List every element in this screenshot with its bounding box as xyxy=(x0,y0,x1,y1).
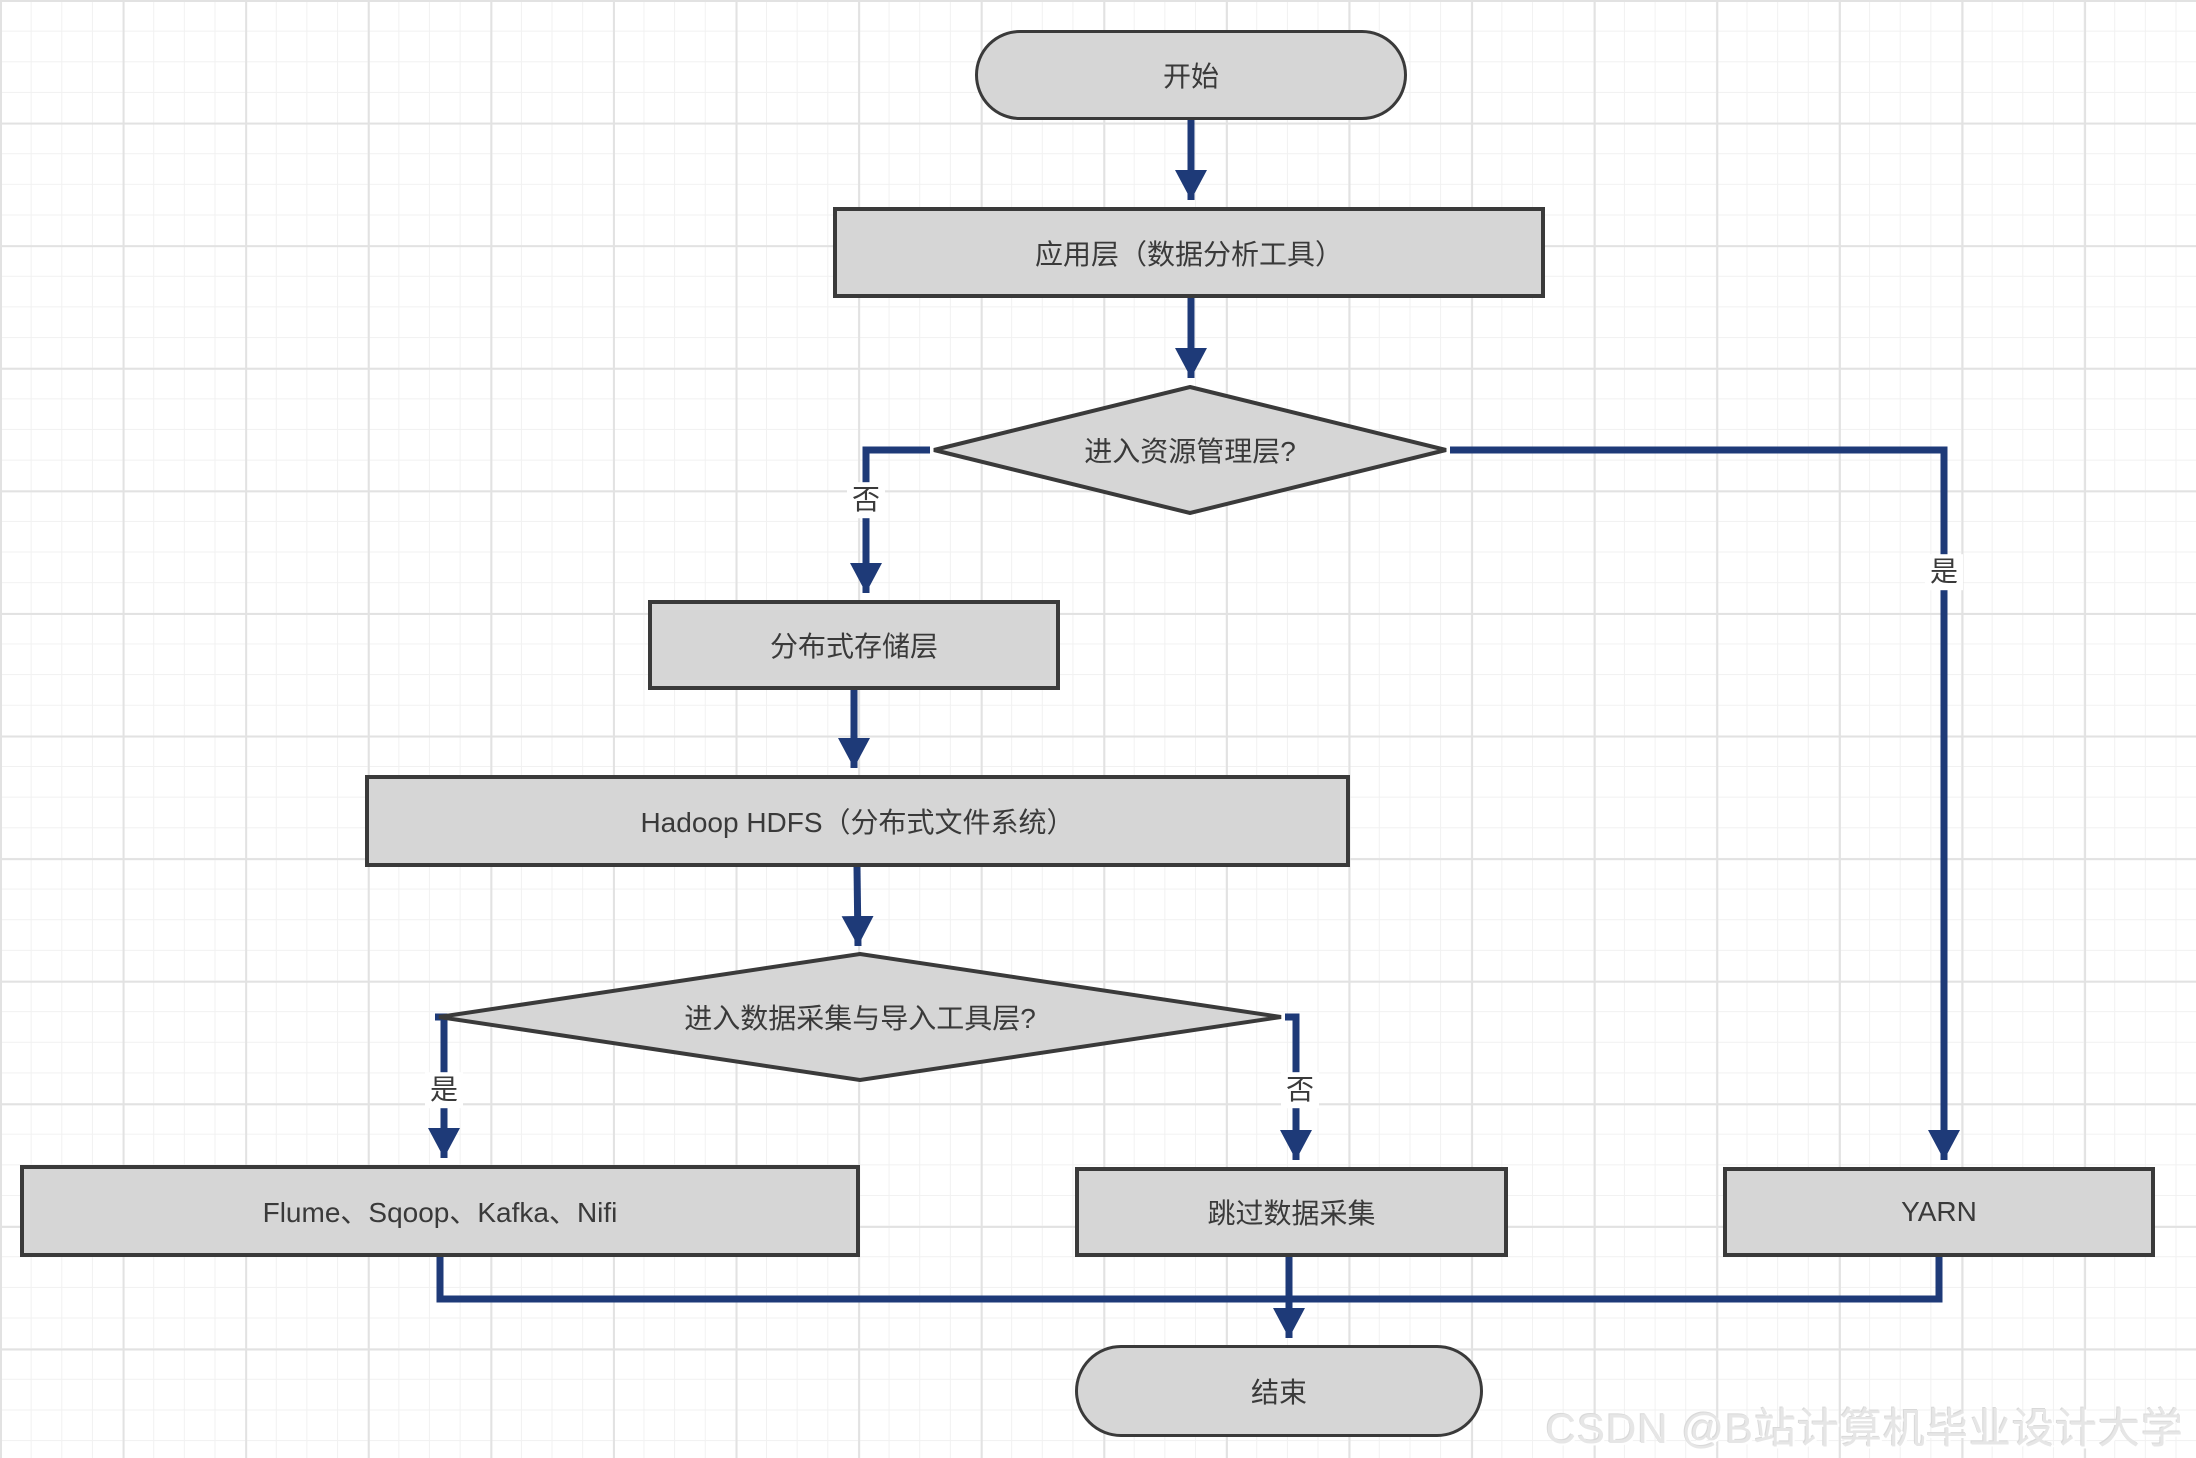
end-node: 结束 xyxy=(1075,1345,1483,1437)
edge-decision-ingest-no-to-skip xyxy=(1280,1013,1312,1160)
skip-ingest-node: 跳过数据采集 xyxy=(1075,1167,1508,1257)
decision-resource-diamond xyxy=(933,384,1447,516)
app-layer-node-label: 应用层（数据分析工具） xyxy=(1034,238,1343,270)
ingest-tools-node: Flume、Sqoop、Kafka、Nifi xyxy=(20,1165,860,1257)
yarn-node: YARN xyxy=(1723,1167,2155,1257)
edge-ingest-tools-to-junction xyxy=(436,1257,1289,1303)
decision-resource-node: 进入资源管理层? xyxy=(930,384,1450,516)
edge-decision-resource-no-to-storage xyxy=(850,446,930,593)
decision-ingest-label: 进入数据采集与导入工具层? xyxy=(684,1003,1036,1034)
edge-decision-resource-yes-to-yarn xyxy=(1450,446,1960,1160)
csdn-watermark: CSDN @B站计算机毕业设计大学 xyxy=(1545,1405,2184,1452)
decision-resource-label: 进入资源管理层? xyxy=(1084,436,1296,467)
ingest-tools-node-label: Flume、Sqoop、Kafka、Nifi xyxy=(262,1197,618,1228)
edge-yarn-to-junction xyxy=(1289,1257,1943,1303)
decision-ingest-node: 进入数据采集与导入工具层? xyxy=(435,951,1285,1083)
skip-ingest-node-label: 跳过数据采集 xyxy=(1207,1198,1376,1229)
hdfs-node-label: Hadoop HDFS（分布式文件系统） xyxy=(640,807,1075,838)
start-node: 开始 xyxy=(975,30,1407,120)
yarn-node-label: YARN xyxy=(1901,1196,1977,1227)
branch-label-ingest-yes: 是 xyxy=(424,1072,464,1108)
branch-label-resource-yes: 是 xyxy=(1924,554,1964,590)
edge-hdfs-to-decision-ingest xyxy=(841,866,874,947)
start-node-label: 开始 xyxy=(1162,61,1219,92)
app-layer-node: 应用层（数据分析工具） xyxy=(833,207,1545,298)
end-node-label: 结束 xyxy=(1250,1377,1307,1408)
branch-label-resource-no: 否 xyxy=(846,482,886,518)
storage-layer-node-label: 分布式存储层 xyxy=(769,631,938,662)
hdfs-node: Hadoop HDFS（分布式文件系统） xyxy=(365,775,1350,867)
branch-label-ingest-no: 否 xyxy=(1280,1072,1320,1108)
decision-ingest-diamond xyxy=(438,951,1282,1083)
storage-layer-node: 分布式存储层 xyxy=(648,600,1060,690)
